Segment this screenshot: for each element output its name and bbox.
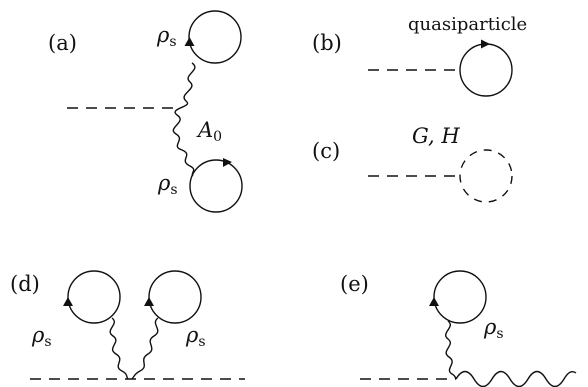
panel-d-right-wavy-line — [131, 317, 159, 380]
panel-c: (c) G, H — [312, 124, 513, 203]
panel-e-label: (e) — [340, 272, 369, 296]
panel-d-right-arrow — [144, 297, 154, 306]
panel-a-photon-label: A0 — [196, 118, 222, 145]
panel-d-rho-left: ρs — [31, 323, 52, 350]
panel-b-loop-label: quasiparticle — [408, 14, 527, 35]
panel-a-top-loop — [188, 10, 242, 64]
panel-a-photon-line — [172, 62, 196, 177]
panel-e-external-photon — [455, 370, 577, 387]
panel-d-rho-right: ρs — [185, 323, 206, 350]
panel-d-right-loop — [148, 270, 202, 324]
panel-e-arrow — [429, 297, 439, 306]
panel-b-arrow — [481, 39, 490, 49]
panel-b-loop — [459, 43, 513, 97]
panel-c-label: (c) — [312, 139, 340, 163]
panel-a-rho-bottom: ρs — [157, 171, 178, 198]
panel-a: (a) ρs A0 ρs — [48, 10, 243, 213]
panel-b: (b) quasiparticle — [312, 14, 527, 97]
panel-a-bottom-loop — [189, 159, 243, 213]
panel-a-label: (a) — [48, 31, 77, 55]
panel-c-loop-label: G, H — [412, 124, 460, 148]
panel-e: (e) ρs — [340, 270, 577, 387]
panel-a-bottom-arrow — [223, 158, 232, 167]
panel-d-label: (d) — [10, 272, 40, 296]
panel-d-left-arrow — [63, 297, 73, 306]
panel-c-dashed-loop — [459, 149, 513, 203]
panel-b-label: (b) — [312, 31, 342, 55]
panel-d-left-wavy-line — [109, 317, 129, 380]
panel-a-top-arrow — [184, 37, 195, 46]
panel-e-rho: ρs — [483, 315, 504, 342]
panel-d: (d) ρs ρs — [10, 270, 245, 380]
panel-e-loop — [433, 270, 487, 324]
panel-e-wavy-line — [445, 320, 457, 380]
panel-d-left-loop — [67, 270, 121, 324]
panel-a-rho-top: ρs — [156, 23, 177, 50]
